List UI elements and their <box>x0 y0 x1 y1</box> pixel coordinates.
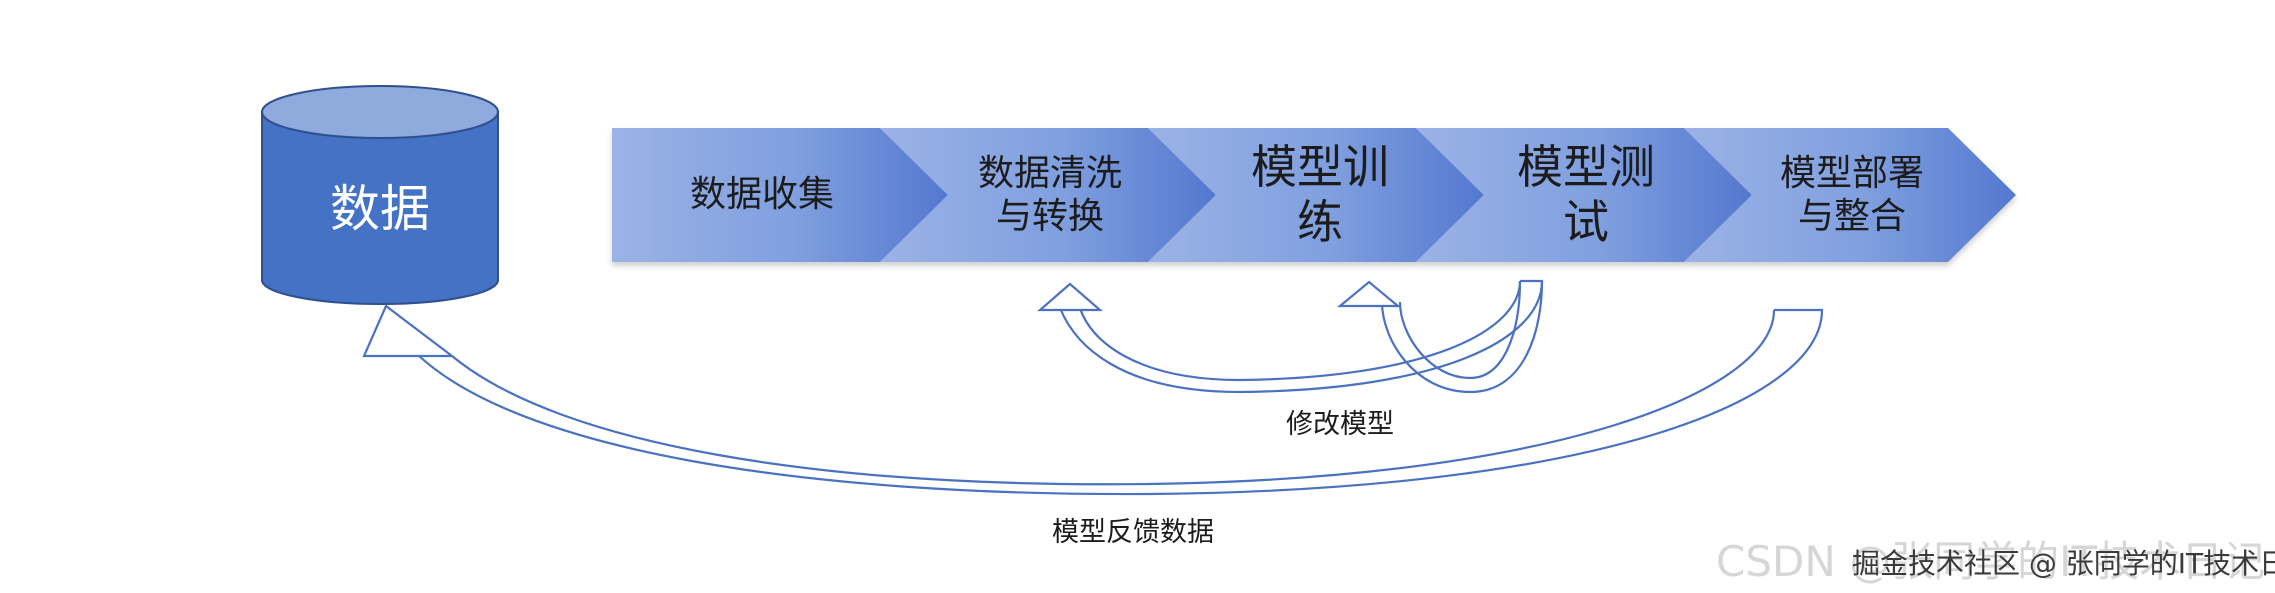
feedback-arrows <box>362 279 1824 496</box>
database-cylinder-icon <box>261 85 499 305</box>
modify-to-train-arrow <box>1336 279 1544 394</box>
database-label: 数据 <box>330 180 430 238</box>
csdn-watermark: CSDN @张同学的IT技术日记 <box>1716 537 2266 586</box>
step-label-test: 模型测 试 <box>1517 139 1655 249</box>
step-chevron-3 <box>1148 128 1484 262</box>
step-chevron-5 <box>1684 128 2016 262</box>
modify-to-clean-arrow <box>1037 280 1544 394</box>
step-chevron-1 <box>612 128 948 262</box>
step-label-collect: 数据收集 <box>689 174 834 216</box>
step-label-deploy: 模型部署 与整合 <box>1779 152 1924 237</box>
feedback-data-arrow <box>362 304 1824 496</box>
step-chevron-4 <box>1416 128 1752 262</box>
step-label-clean: 数据清洗 与转换 <box>977 152 1122 237</box>
juejin-watermark: 掘金技术社区 @ 张同学的IT技术日记 <box>1852 547 2275 580</box>
feedback-data-caption: 模型反馈数据 <box>1052 517 1214 548</box>
pipeline-band <box>612 128 2016 262</box>
step-chevron-2 <box>880 128 1216 262</box>
step-label-train: 模型训 练 <box>1251 139 1389 249</box>
modify-model-caption: 修改模型 <box>1286 409 1394 440</box>
